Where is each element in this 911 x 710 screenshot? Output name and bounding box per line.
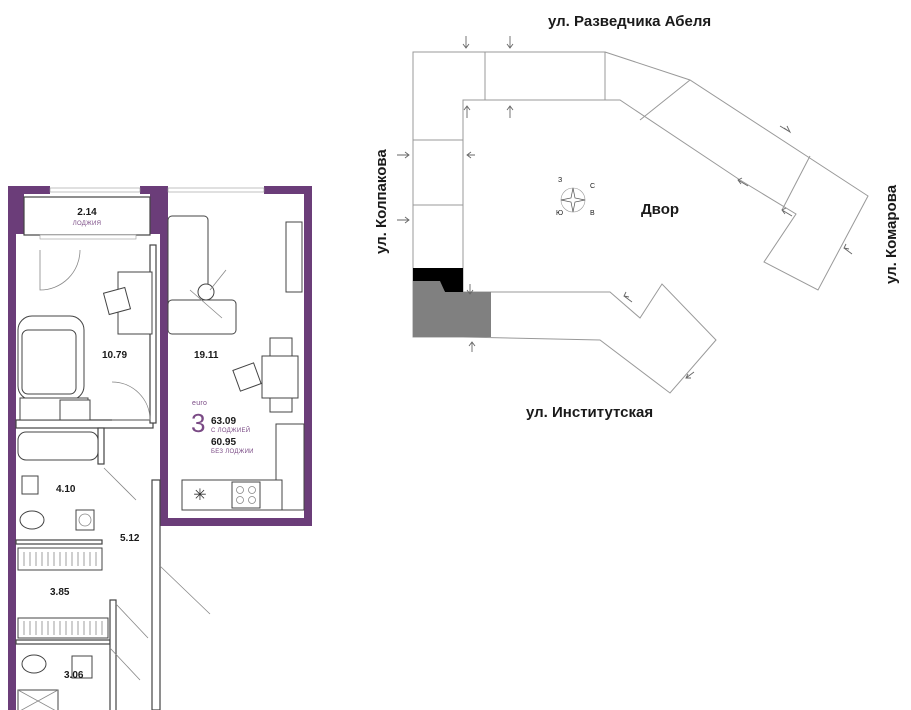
apartment-summary: euro 3 63.09 С ЛОДЖИЕЙ 60.95 БЕЗ ЛОДЖИИ bbox=[191, 400, 254, 455]
area-without-loggia: 60.95 bbox=[211, 437, 236, 448]
interior-walls bbox=[15, 244, 161, 710]
street-left: ул. Колпакова bbox=[373, 149, 390, 254]
living-furniture: 19.11 bbox=[167, 215, 303, 413]
bathroom-area: 4.10 bbox=[56, 484, 76, 495]
apartment-plan: 2.14 ЛОДЖИЯ bbox=[8, 186, 312, 710]
compass-south: Ю bbox=[556, 210, 563, 217]
bedroom-furniture: 10.79 bbox=[17, 271, 153, 421]
room-count: 3 bbox=[191, 408, 205, 438]
loggia: 2.14 ЛОДЖИЯ bbox=[23, 196, 151, 240]
bathroom: 4.10 bbox=[17, 431, 99, 531]
wardrobe-area: 3.85 bbox=[50, 587, 70, 598]
site-plan: С В Ю З Двор ул. Разведчика Абеля ул. Ин… bbox=[373, 13, 900, 421]
living-area: 19.11 bbox=[194, 350, 219, 361]
hall: 5.12 3.85 bbox=[17, 533, 140, 639]
yard-label: Двор bbox=[641, 201, 679, 218]
bedroom-area: 10.79 bbox=[102, 350, 127, 361]
section-grey bbox=[413, 281, 491, 337]
street-top: ул. Разведчика Абеля bbox=[548, 13, 711, 30]
compass-north: С bbox=[590, 183, 595, 190]
wc: 3.06 bbox=[17, 654, 93, 710]
fridge-icon: ✳ bbox=[193, 485, 206, 504]
type-label: euro bbox=[192, 400, 207, 407]
with-loggia-label: С ЛОДЖИЕЙ bbox=[211, 426, 250, 434]
loggia-area: 2.14 bbox=[77, 207, 97, 218]
doors bbox=[39, 249, 211, 681]
area-with-loggia: 63.09 bbox=[211, 416, 236, 427]
entrance-arrows bbox=[397, 36, 853, 379]
wc-area: 3.06 bbox=[64, 670, 84, 681]
building-outline bbox=[412, 51, 869, 394]
exterior-walls bbox=[8, 186, 312, 710]
compass-icon: С В Ю З bbox=[556, 177, 595, 217]
without-loggia-label: БЕЗ ЛОДЖИИ bbox=[211, 449, 254, 455]
compass-east: В bbox=[590, 210, 595, 217]
loggia-label: ЛОДЖИЯ bbox=[73, 221, 102, 227]
compass-west: З bbox=[558, 177, 562, 184]
street-right: ул. Комарова bbox=[883, 184, 900, 284]
hall-area: 5.12 bbox=[120, 533, 140, 544]
windows bbox=[49, 187, 265, 193]
kitchen-block: ✳ bbox=[181, 423, 305, 524]
street-bottom: ул. Институтская bbox=[526, 404, 653, 421]
section-black bbox=[413, 268, 463, 292]
